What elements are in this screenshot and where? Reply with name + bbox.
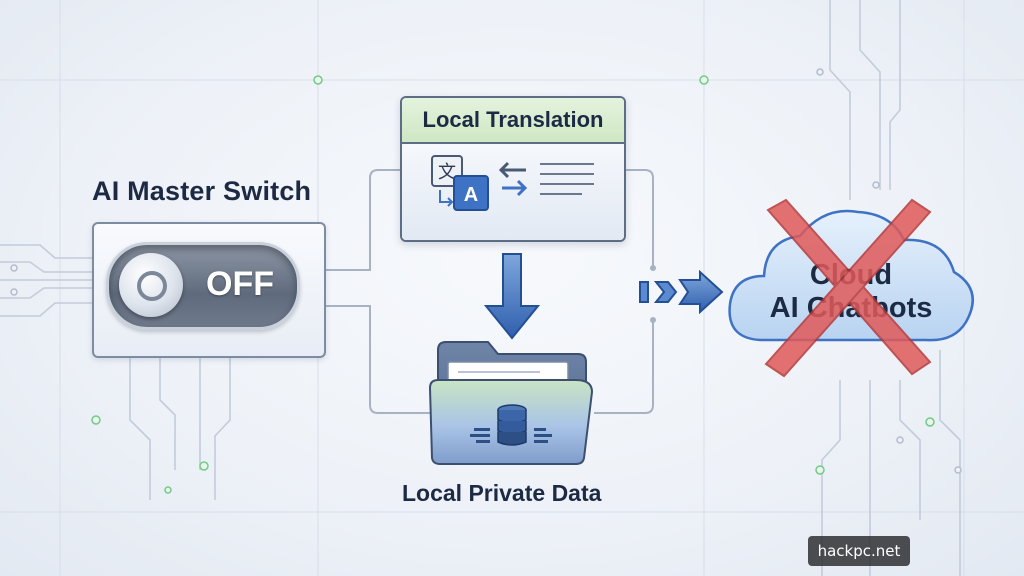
translate-icon: 文 A — [431, 155, 594, 211]
translation-title: Local Translation — [422, 107, 604, 132]
translate-source-glyph: 文 — [438, 162, 456, 183]
toggle-switch[interactable]: OFF — [106, 242, 300, 330]
switch-card: OFF — [92, 222, 326, 358]
translation-card: Local Translation 文 A — [400, 96, 626, 242]
toggle-state-label: OFF — [206, 265, 274, 303]
translate-target-glyph: A — [464, 184, 478, 206]
private-data-label: Local Private Data — [402, 480, 602, 506]
text-lines-icon — [540, 163, 594, 195]
switch-title: AI Master Switch — [92, 176, 312, 206]
toggle-ring-icon — [137, 271, 167, 301]
translation-body: 文 A — [402, 144, 624, 240]
swap-arrows-icon — [498, 161, 528, 197]
cloud-label-line2: AI Chatbots — [769, 292, 933, 324]
translation-header: Local Translation — [402, 98, 624, 144]
toggle-knob[interactable] — [119, 253, 183, 317]
cloud-label-line1: Cloud — [809, 259, 893, 291]
cloud-label: Cloud AI Chatbots — [736, 259, 966, 325]
watermark: hackpc.net — [808, 536, 910, 566]
